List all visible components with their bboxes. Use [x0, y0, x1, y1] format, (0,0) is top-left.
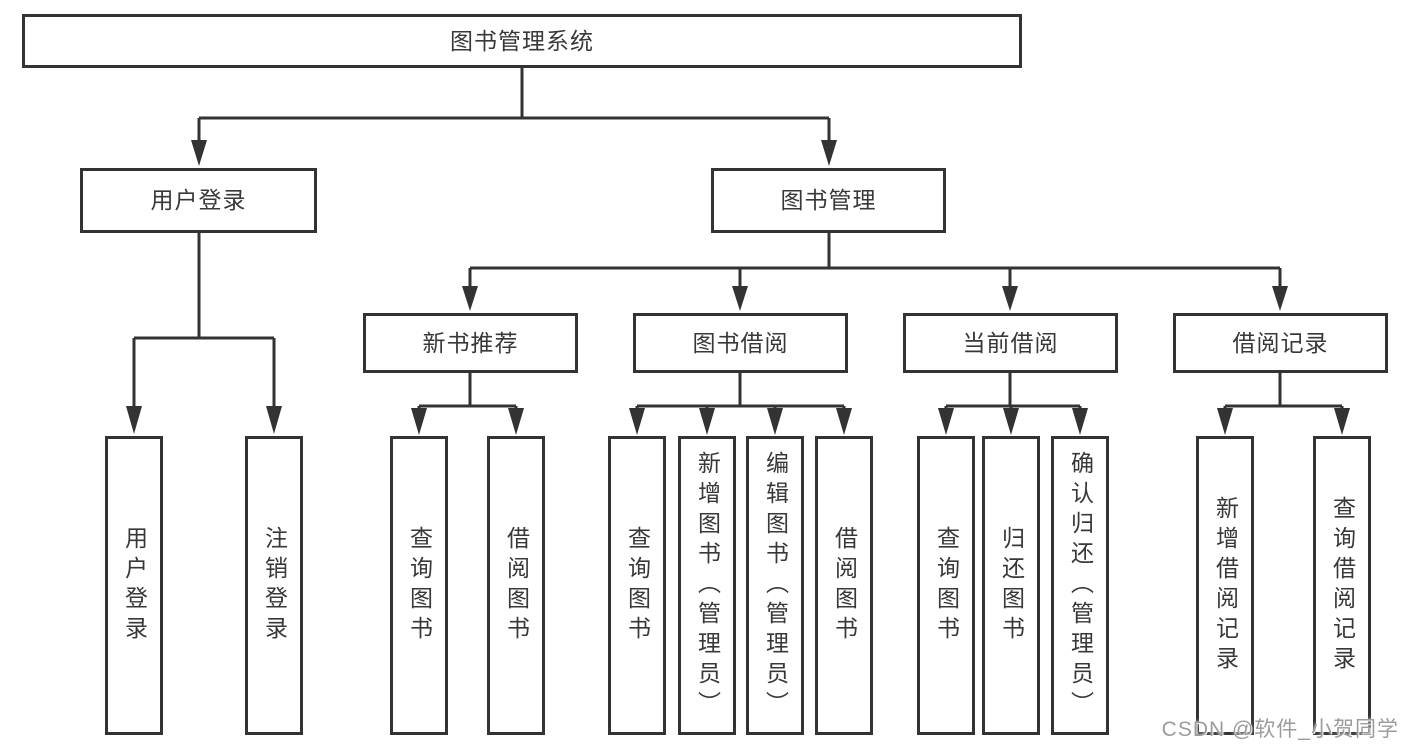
leaf-query-books: 查询图书: [917, 436, 975, 735]
leaf-query-books: 查询图书: [390, 436, 448, 735]
node-new-book-recommendation: 新书推荐: [363, 313, 578, 373]
leaf-confirm-return-admin: 确认归还（管理员）: [1051, 436, 1109, 735]
leaf-query-borrow-record: 查询借阅记录: [1313, 436, 1371, 735]
leaf-borrow-books: 借阅图书: [487, 436, 545, 735]
csdn-watermark: CSDN @软件_小贺同学: [1161, 718, 1399, 741]
leaf-query-books: 查询图书: [608, 436, 666, 735]
node-book-borrowing: 图书借阅: [633, 313, 848, 373]
leaf-user-login: 用户登录: [105, 436, 163, 735]
leaf-add-borrow-record: 新增借阅记录: [1196, 436, 1254, 735]
node-borrowing-records: 借阅记录: [1173, 313, 1388, 373]
leaf-borrow-books: 借阅图书: [815, 436, 873, 735]
node-book-management: 图书管理: [711, 168, 946, 233]
leaf-return-book: 归还图书: [982, 436, 1040, 735]
leaf-add-book-admin: 新增图书（管理员）: [678, 436, 736, 735]
leaf-edit-book-admin: 编辑图书（管理员）: [746, 436, 804, 735]
node-library-management-system: 图书管理系统: [22, 14, 1022, 68]
node-user-login: 用户登录: [80, 168, 317, 233]
leaf-logout: 注销登录: [245, 436, 303, 735]
node-current-borrowing: 当前借阅: [903, 313, 1118, 373]
